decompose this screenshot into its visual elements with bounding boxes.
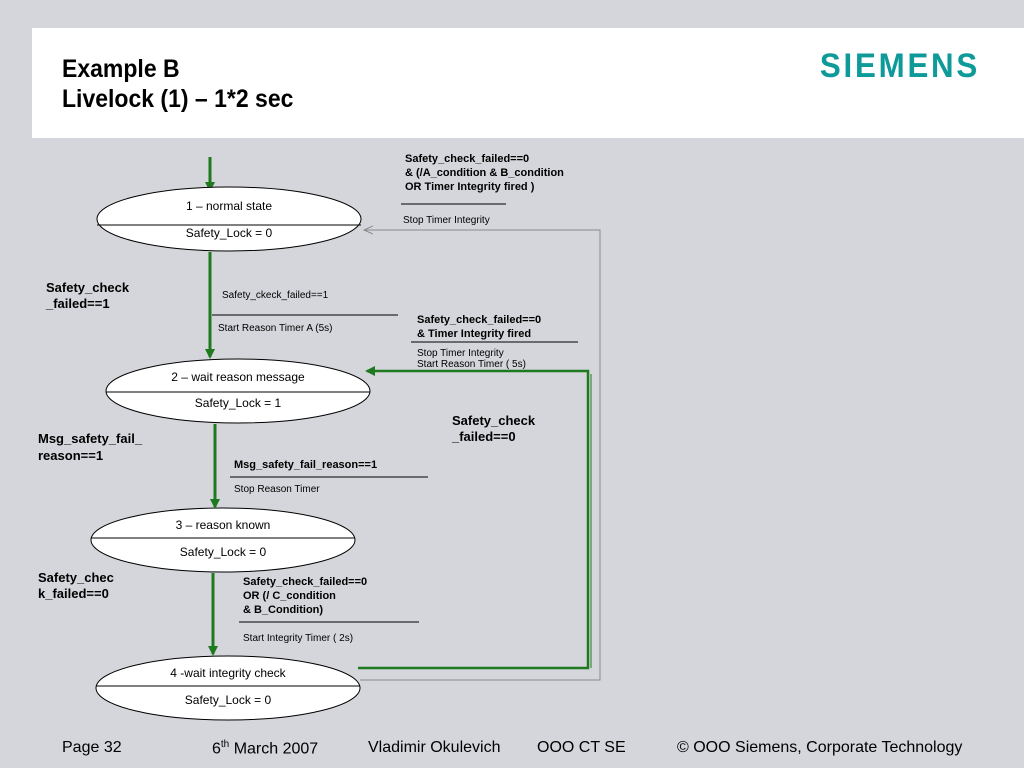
svg-text:Safety_check_failed==0: Safety_check_failed==0 <box>417 314 541 326</box>
svg-text:Stop Timer Integrity: Stop Timer Integrity <box>417 348 504 359</box>
action-2-to-3: Stop Reason Timer <box>234 484 320 495</box>
state-4-name: 4 -wait integrity check <box>170 666 286 680</box>
svg-text:Safety_chec: Safety_chec <box>38 570 114 585</box>
svg-text:& (/A_condition & B_condition: & (/A_condition & B_condition <box>405 167 564 179</box>
siemens-logo: SIEMENS <box>819 47 980 85</box>
svg-text:Safety_check_failed==0: Safety_check_failed==0 <box>405 153 529 165</box>
state-2-node: 2 – wait reason message Safety_Lock = 1 <box>105 358 371 424</box>
condition-4-to-2: Safety_check_failed==0 & Timer Integrity… <box>417 314 541 340</box>
svg-text:Safety_check: Safety_check <box>46 280 130 295</box>
action-4-to-2: Stop Timer Integrity Start Reason Timer … <box>417 348 526 370</box>
svg-text:_failed==0: _failed==0 <box>451 429 516 444</box>
svg-text:& Timer Integrity fired: & Timer Integrity fired <box>417 328 531 340</box>
condition-2-to-3: Msg_safety_fail_reason==1 <box>234 459 377 471</box>
footer-copyright: © OOO Siemens, Corporate Technology <box>677 739 963 756</box>
side-label-4-2: Safety_check _failed==0 <box>451 413 536 444</box>
side-label-3-4: Safety_chec k_failed==0 <box>38 570 114 601</box>
svg-text:& B_Condition): & B_Condition) <box>243 604 323 616</box>
condition-4-to-1: Safety_check_failed==0 & (/A_condition &… <box>405 153 564 193</box>
footer-author: Vladimir Okulevich <box>368 739 501 756</box>
condition-1-to-2: Safety_ckeck_failed==1 <box>222 290 329 301</box>
arrow-4-to-1 <box>360 230 601 681</box>
side-label-1-2: Safety_check _failed==1 <box>45 280 130 311</box>
state-1-name: 1 – normal state <box>186 199 272 213</box>
svg-text:Start Reason Timer ( 5s): Start Reason Timer ( 5s) <box>417 359 526 370</box>
title-line-1: Example B <box>62 55 180 83</box>
title-line-2: Livelock (1) – 1*2 sec <box>62 85 294 113</box>
state-3-name: 3 – reason known <box>176 518 271 532</box>
slide-header: Example B Livelock (1) – 1*2 sec SIEMENS <box>32 28 1024 138</box>
footer-date: 6th March 2007 <box>212 739 319 758</box>
state-4-node: 4 -wait integrity check Safety_Lock = 0 <box>95 655 361 721</box>
svg-text:OR Timer Integrity fired ): OR Timer Integrity fired ) <box>405 181 535 193</box>
state-1-lock: Safety_Lock = 0 <box>186 226 273 240</box>
svg-text:Safety_check: Safety_check <box>452 413 536 428</box>
action-4-to-1: Stop Timer Integrity <box>403 215 490 226</box>
svg-text:OR (/ C_condition: OR (/ C_condition <box>243 590 336 602</box>
state-2-name: 2 – wait reason message <box>171 370 305 384</box>
condition-3-to-4: Safety_check_failed==0 OR (/ C_condition… <box>243 576 367 616</box>
state-3-lock: Safety_Lock = 0 <box>180 545 267 559</box>
state-3-node: 3 – reason known Safety_Lock = 0 <box>90 507 356 573</box>
state-1-node: 1 – normal state Safety_Lock = 0 <box>96 186 362 252</box>
arrow-4-to-2 <box>358 366 590 670</box>
footer-org: OOO CT SE <box>537 739 626 756</box>
page-number: Page 32 <box>62 739 122 756</box>
svg-text:reason==1: reason==1 <box>38 448 103 463</box>
side-label-2-3: Msg_safety_fail_ reason==1 <box>38 431 143 463</box>
svg-text:k_failed==0: k_failed==0 <box>38 586 109 601</box>
action-3-to-4: Start Integrity Timer ( 2s) <box>243 633 353 644</box>
slide-title: Example B Livelock (1) – 1*2 sec <box>62 54 293 114</box>
svg-text:Safety_check_failed==0: Safety_check_failed==0 <box>243 576 367 588</box>
state-2-lock: Safety_Lock = 1 <box>195 396 282 410</box>
svg-text:_failed==1: _failed==1 <box>45 296 110 311</box>
state-4-lock: Safety_Lock = 0 <box>185 693 272 707</box>
action-1-to-2: Start Reason Timer A (5s) <box>218 323 333 334</box>
svg-text:Msg_safety_fail_: Msg_safety_fail_ <box>38 431 143 446</box>
